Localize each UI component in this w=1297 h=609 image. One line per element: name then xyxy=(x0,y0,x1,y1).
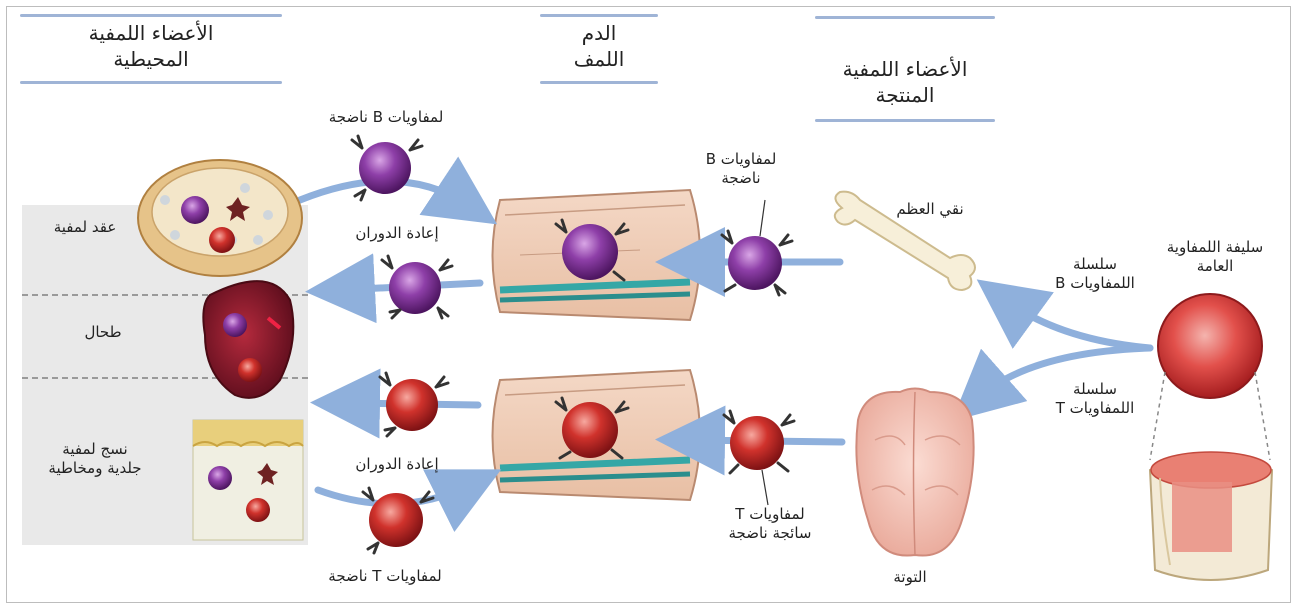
label-t-lineage-line2: اللمفاويات T xyxy=(1040,399,1150,418)
t-cell-outgoing xyxy=(380,373,448,436)
header-peripheral-organs: الأعضاء اللمفية المحيطية xyxy=(20,20,282,72)
b-cell-from-marrow xyxy=(722,231,792,295)
mucosal-tissue xyxy=(193,420,303,540)
header-bar xyxy=(815,16,995,19)
label-b-mature-mid-line2: ناضجة xyxy=(686,169,796,188)
header-primary-line1: الأعضاء اللمفية xyxy=(815,56,995,82)
label-thymus: التوتة xyxy=(860,568,960,587)
label-b-mature-mid-line1: لمفاويات B xyxy=(686,150,796,169)
label-t-lineage-line1: سلسلة xyxy=(1040,380,1150,399)
label-lymph-node: عقد لمفية xyxy=(30,218,140,237)
label-bone-marrow: نقي العظم xyxy=(880,200,980,219)
label-recirculation-top: إعادة الدوران xyxy=(322,224,472,243)
b-cell-mature-top xyxy=(352,136,422,200)
label-b-lineage-line1: سلسلة xyxy=(1040,255,1150,274)
label-t-immature-line2: سائجة ناضجة xyxy=(700,524,840,543)
label-spleen: طحال xyxy=(48,323,158,342)
header-blood-line2: اللمف xyxy=(540,46,658,72)
label-b-lineage: سلسلة اللمفاويات B xyxy=(1040,255,1150,293)
label-mucosal-line1: نسج لمفية xyxy=(30,440,160,459)
header-blood-lymph: الدم اللمف xyxy=(540,20,658,72)
header-bar xyxy=(20,14,282,17)
label-common-precursor: سليفة اللمفاوية العامة xyxy=(1150,238,1280,276)
header-bar xyxy=(540,81,658,84)
t-cell-mature-bottom xyxy=(363,488,433,553)
label-b-mature-mid: لمفاويات B ناضجة xyxy=(686,150,796,188)
lymph-node xyxy=(138,160,302,276)
label-precursor-line2: العامة xyxy=(1150,257,1280,276)
header-peripheral-line1: الأعضاء اللمفية xyxy=(20,20,282,46)
label-t-immature: لمفاويات T سائجة ناضجة xyxy=(700,505,840,543)
common-lymphoid-precursor xyxy=(1150,294,1270,460)
header-bar xyxy=(815,119,995,122)
header-primary-line2: المنتجة xyxy=(815,82,995,108)
bone-marrow-section xyxy=(1150,452,1272,580)
header-primary-organs: الأعضاء اللمفية المنتجة xyxy=(815,56,995,108)
label-precursor-line1: سليفة اللمفاوية xyxy=(1150,238,1280,257)
label-t-immature-line1: لمفاويات T xyxy=(700,505,840,524)
spleen xyxy=(203,281,293,398)
label-recirculation-bottom: إعادة الدوران xyxy=(322,455,472,474)
header-blood-line1: الدم xyxy=(540,20,658,46)
label-mucosal-line2: جلدية ومخاطية xyxy=(30,459,160,478)
label-mature-t-bottom: لمفاويات T ناضجة xyxy=(300,567,470,586)
header-peripheral-line2: المحيطية xyxy=(20,46,282,72)
thymus-organ xyxy=(856,389,973,556)
label-mature-b-top: لمفاويات B ناضجة xyxy=(306,108,466,127)
label-t-lineage: سلسلة اللمفاويات T xyxy=(1040,380,1150,418)
header-bar xyxy=(20,81,282,84)
header-bar xyxy=(540,14,658,17)
pointer-t-immature xyxy=(762,470,768,505)
arrow-precursor-to-marrow xyxy=(1005,300,1150,348)
label-b-lineage-line2: اللمفاويات B xyxy=(1040,274,1150,293)
pointer-b-mature xyxy=(760,200,765,236)
label-mucosal-tissue: نسج لمفية جلدية ومخاطية xyxy=(30,440,160,478)
t-cell-from-thymus xyxy=(724,411,794,473)
